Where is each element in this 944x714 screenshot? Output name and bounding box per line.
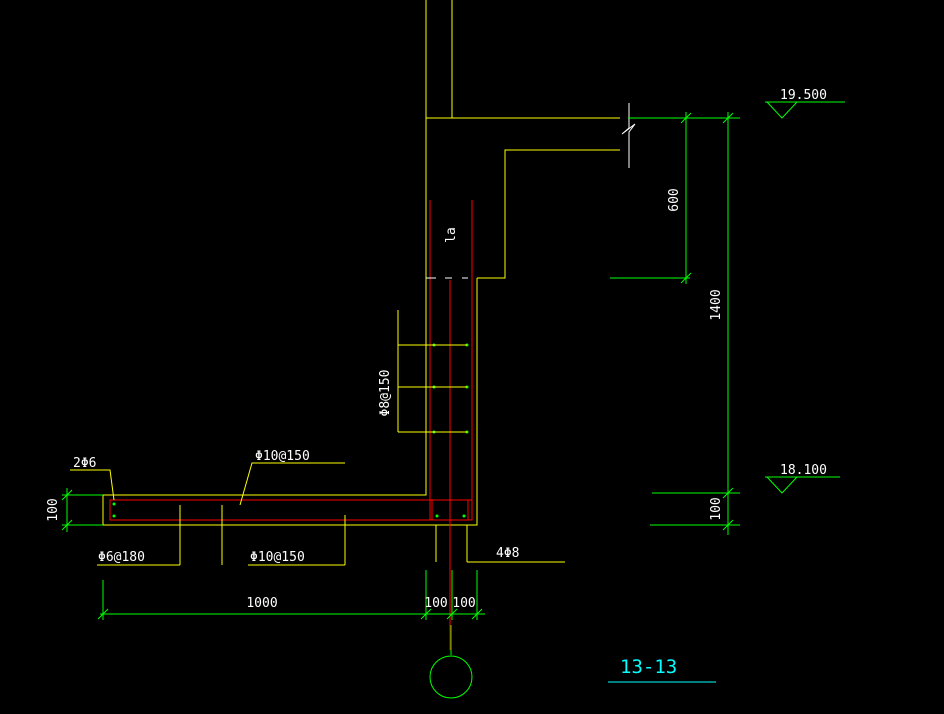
elevation-top-label: 19.500 <box>780 88 827 103</box>
rebar-label-slab-top: Φ10@150 <box>255 449 310 464</box>
anchorage-label: la <box>444 227 459 243</box>
rebar-label-slab-bottom: Φ10@150 <box>250 550 305 565</box>
rebar-label-2phi6: 2Φ6 <box>73 456 96 471</box>
dim-wall-right-label: 100 <box>452 596 475 611</box>
section-title: 13-13 <box>620 656 677 678</box>
rebar-label-4phi8: 4Φ8 <box>496 546 519 561</box>
dim-bottom-100-label: 100 <box>709 497 724 520</box>
dim-wall-left-label: 100 <box>424 596 447 611</box>
concrete-outline <box>102 0 620 562</box>
dim-1400-label: 1400 <box>709 289 724 320</box>
rebar-label-wall-distribution: Φ8@150 <box>378 370 393 417</box>
leaders <box>70 310 565 566</box>
dimensions <box>61 101 845 699</box>
rebar-dots <box>112 343 469 518</box>
rebar-label-slab-distribution: Φ6@180 <box>98 550 145 565</box>
dim-1000-label: 1000 <box>246 596 277 611</box>
dim-600-label: 600 <box>667 188 682 211</box>
break-line <box>621 103 636 168</box>
dim-slab-thickness-label: 100 <box>46 498 61 521</box>
rebar <box>109 200 473 650</box>
elevation-bottom-label: 18.100 <box>780 463 827 478</box>
